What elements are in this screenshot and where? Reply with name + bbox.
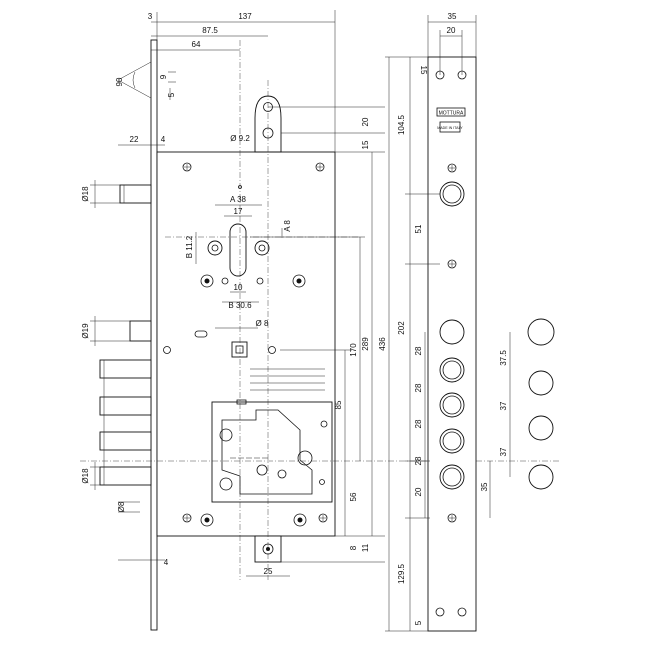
front-faceplate <box>427 56 477 632</box>
dim-cyl-10: 10 <box>234 283 243 292</box>
dim-cyl-a-8: A 8 <box>283 220 292 232</box>
small-slot <box>194 330 208 338</box>
dim-right-129-5: 129.5 <box>397 563 406 584</box>
dim-right-436: 436 <box>378 337 387 351</box>
round-bolt-ends <box>527 318 555 490</box>
dim-top-right-20: 20 <box>447 26 456 35</box>
dim-hole-28-3: 28 <box>414 419 423 428</box>
dim-cyl-b-30-6: B 30.6 <box>228 301 252 310</box>
dim-hole-28-1: 28 <box>414 346 423 355</box>
dim-inner-170: 170 <box>349 343 358 357</box>
dim-top-137: 137 <box>238 12 252 21</box>
dim-bolt-37-2: 37 <box>499 447 508 456</box>
dim-inner-20: 20 <box>361 117 370 126</box>
dim-left-dia-19: Ø19 <box>81 323 90 339</box>
dim-bolt-37-1: 37 <box>499 401 508 410</box>
dim-top-right-15: 15 <box>419 66 428 75</box>
dim-inner-85: 85 <box>334 400 343 409</box>
dim-top-87-5: 87.5 <box>202 26 218 35</box>
dimension-labels: 3 137 87.5 64 90 9 5 35 20 15 104.5 51 2… <box>81 12 508 625</box>
dim-hole-28-4: 28 <box>414 456 423 465</box>
dim-right-104-5: 104.5 <box>397 114 406 135</box>
dim-left-22: 22 <box>130 135 139 144</box>
faceplate <box>150 39 158 631</box>
dimension-lines <box>90 10 511 632</box>
dim-inner-8: 8 <box>349 545 358 550</box>
case-markings <box>250 368 325 391</box>
dim-hole-28-2: 28 <box>414 383 423 392</box>
dim-inner-15: 15 <box>361 140 370 149</box>
dim-top-64: 64 <box>192 40 201 49</box>
dim-bolt-35: 35 <box>480 482 489 491</box>
case-screws <box>163 162 328 523</box>
dim-angle-5: 5 <box>167 92 176 97</box>
mechanism-plate <box>211 399 333 503</box>
dim-left-dia-8: Ø8 <box>117 501 126 512</box>
dim-top-right-35: 35 <box>448 12 457 21</box>
dim-bolt-37-5: 37.5 <box>499 350 508 366</box>
dim-left-dia-18-top: Ø18 <box>81 186 90 202</box>
deadbolts <box>99 184 152 486</box>
dim-left-4: 4 <box>161 135 166 144</box>
dim-right-202: 202 <box>397 321 406 335</box>
follower-square <box>231 341 248 358</box>
brand-plate-text: MOTTURA <box>439 111 464 117</box>
origin-plate-text: MADE IN ITALY <box>437 126 463 130</box>
bottom-tab-hole-dot <box>266 547 270 551</box>
dim-cyl-b-11-2: B 11.2 <box>185 235 194 258</box>
dim-bottom-25: 25 <box>264 567 273 576</box>
dim-cyl-a-38: A 38 <box>230 195 247 204</box>
dim-inner-11: 11 <box>361 543 370 552</box>
dim-cyl-dia-9-2: Ø 9.2 <box>230 134 250 143</box>
dim-hole-20: 20 <box>414 487 423 496</box>
dim-inner-56: 56 <box>349 492 358 501</box>
dim-inner-289: 289 <box>361 337 370 351</box>
dim-angle-90: 90 <box>115 77 124 86</box>
dim-right-51: 51 <box>414 224 423 233</box>
dim-bottom-4: 4 <box>164 558 169 567</box>
dim-right-5: 5 <box>414 620 423 625</box>
dim-angle-9: 9 <box>159 74 168 79</box>
dim-cyl-dia-8: Ø 8 <box>256 319 269 328</box>
dim-left-dia-18-bottom: Ø18 <box>81 468 90 484</box>
dim-top-3: 3 <box>148 12 153 21</box>
dim-cyl-17: 17 <box>234 207 243 216</box>
